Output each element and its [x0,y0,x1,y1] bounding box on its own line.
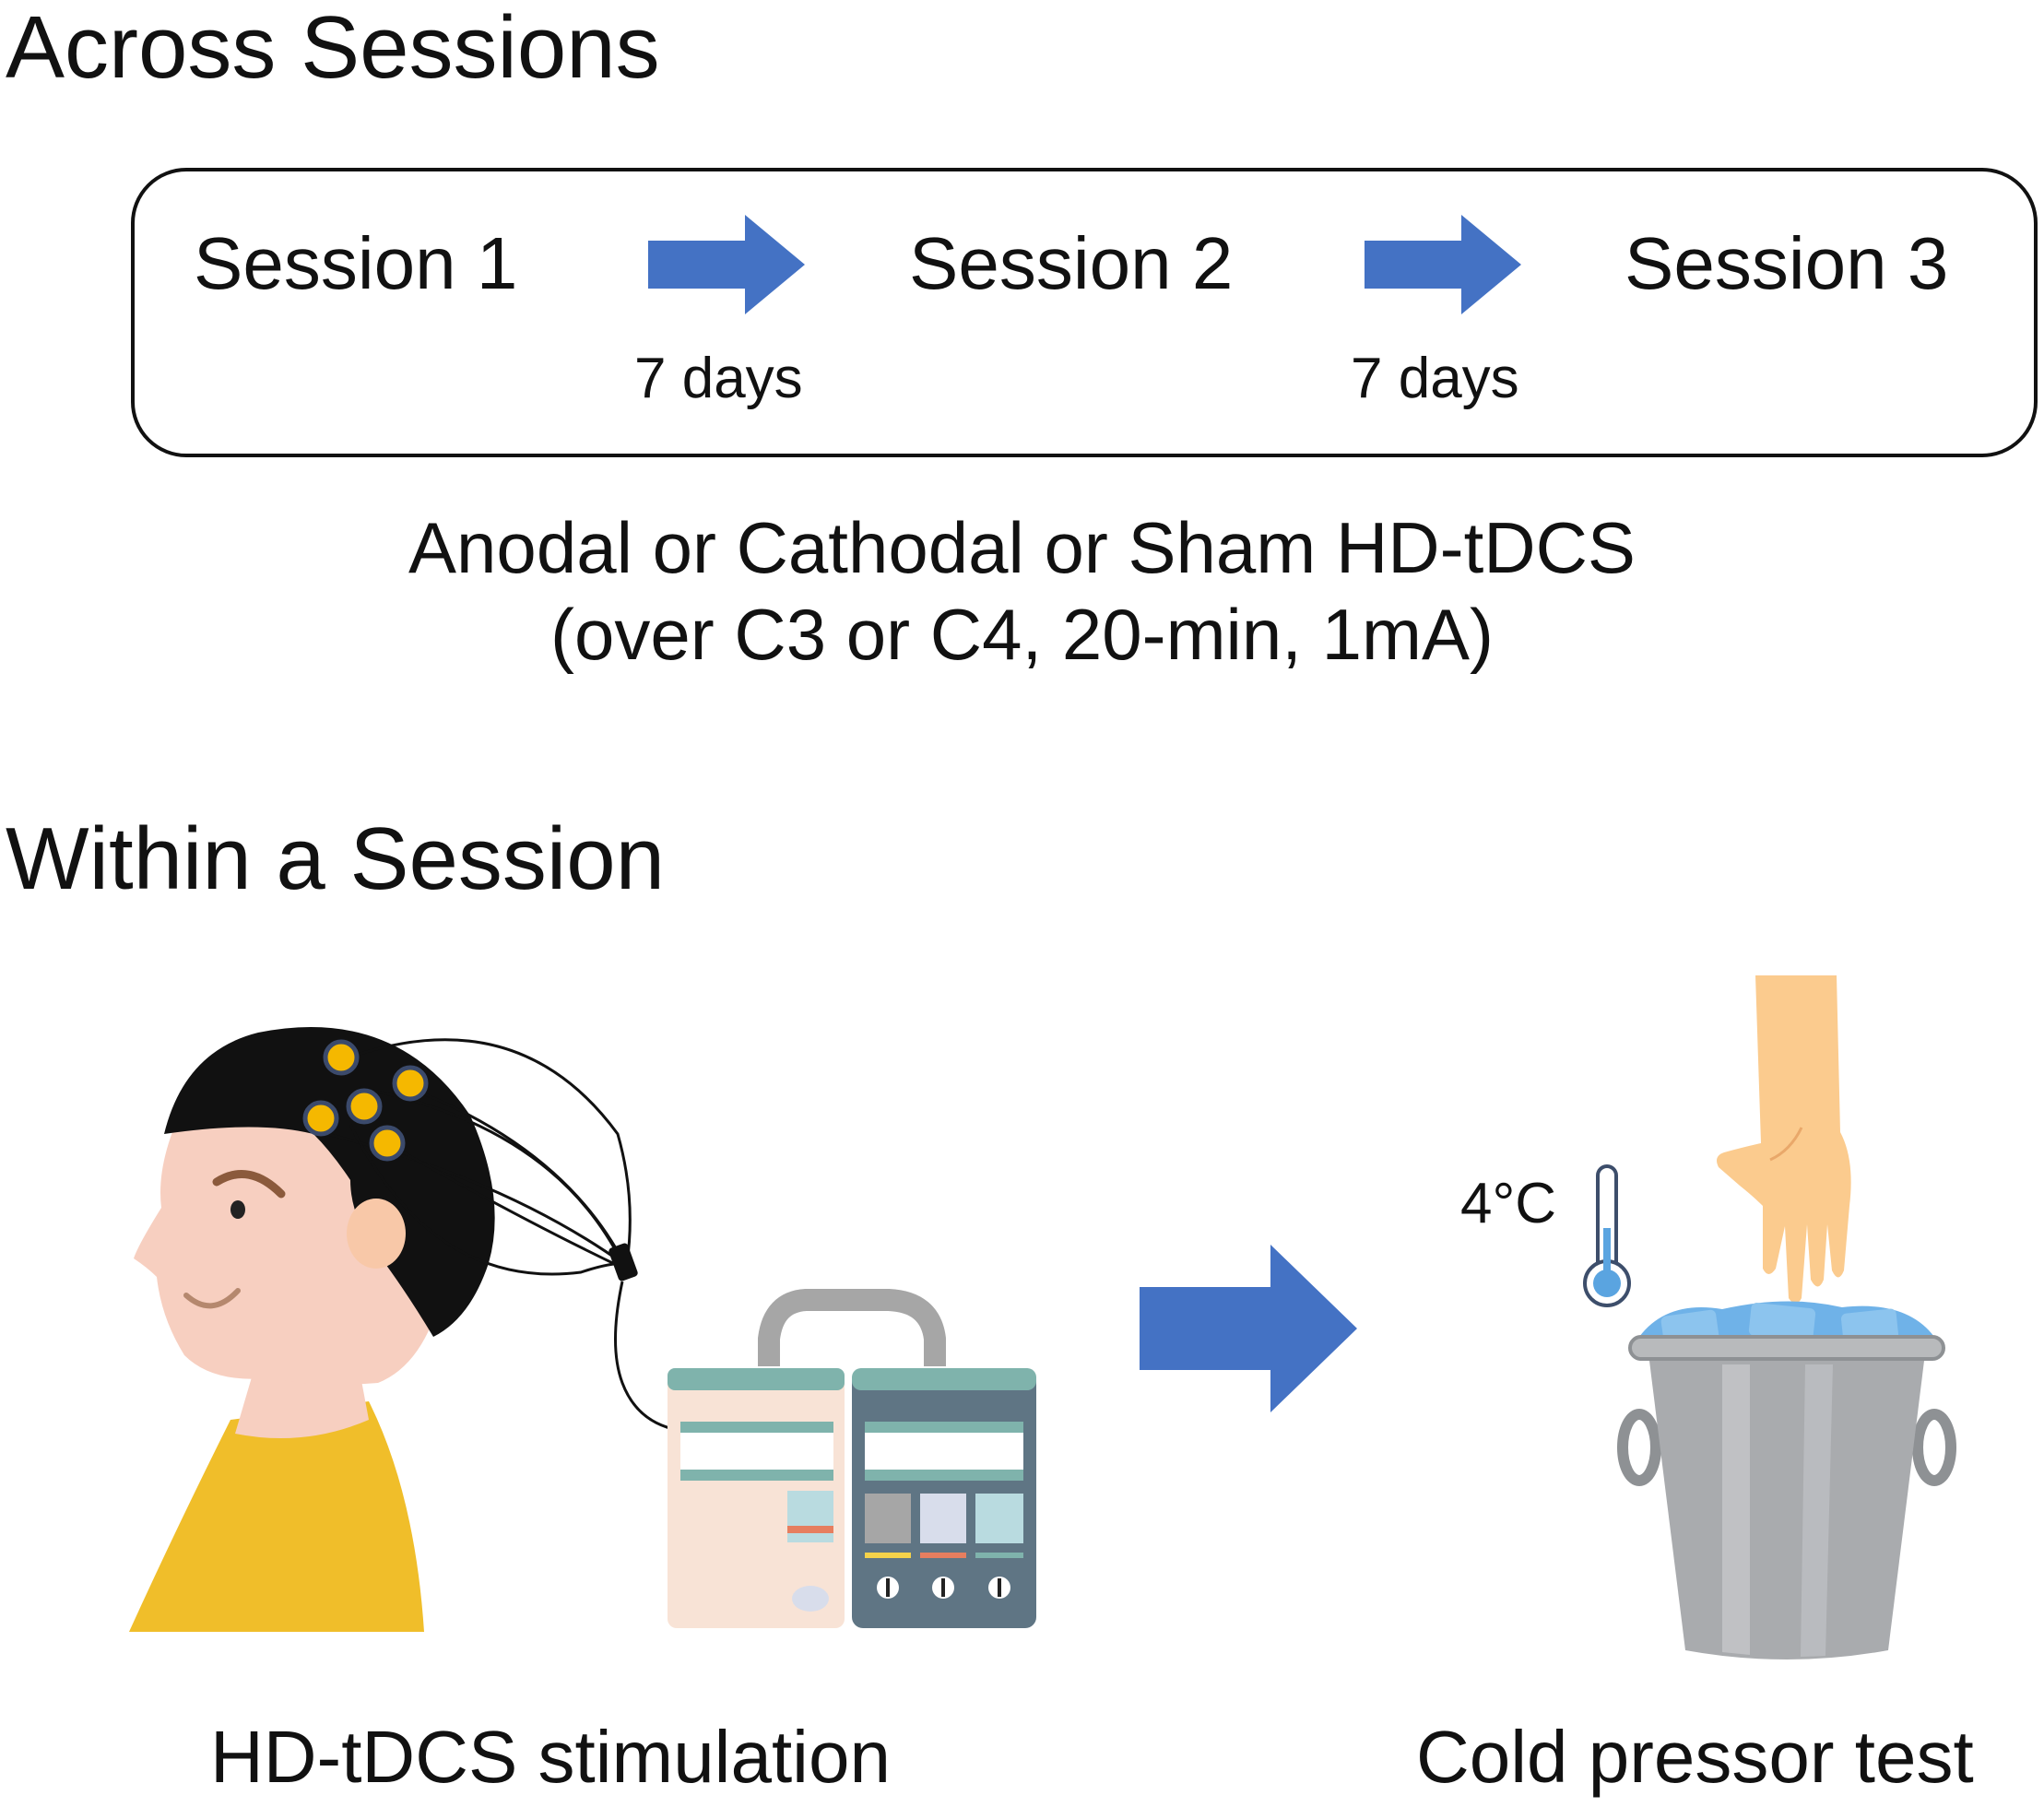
condition-line-1: Anodal or Cathodal or Sham HD-tDCS [408,507,1636,588]
condition-text: Anodal or Cathodal or Sham HD-tDCS (over… [0,505,2044,678]
within-session-heading: Within a Session [6,809,665,908]
across-sessions-heading: Across Sessions [6,0,660,97]
cold-pressor-caption: Cold pressor test [1416,1716,1974,1798]
temperature-label: 4°C [1460,1172,1557,1235]
right-arrow-icon [1365,215,1521,314]
hand-icon [1717,975,1851,1304]
head-with-electrode-cap-icon [129,1027,821,1632]
condition-line-2: (over C3 or C4, 20-min, 1mA) [550,593,1494,675]
thermometer-icon [1583,1164,1631,1307]
session-1-label: Session 1 [194,222,518,304]
right-arrow-icon [648,215,805,314]
ice-bucket-icon [1617,1301,1956,1659]
session-2-label: Session 2 [909,222,1234,304]
right-arrow-icon [1140,1245,1357,1412]
tdcs-stimulator-device-icon [668,1289,1036,1628]
interval-label-1: 7 days [634,347,803,410]
session-3-label: Session 3 [1625,222,1949,304]
session-timeline-box [131,168,2038,457]
stimulation-caption: HD-tDCS stimulation [210,1716,891,1798]
interval-label-2: 7 days [1351,347,1519,410]
